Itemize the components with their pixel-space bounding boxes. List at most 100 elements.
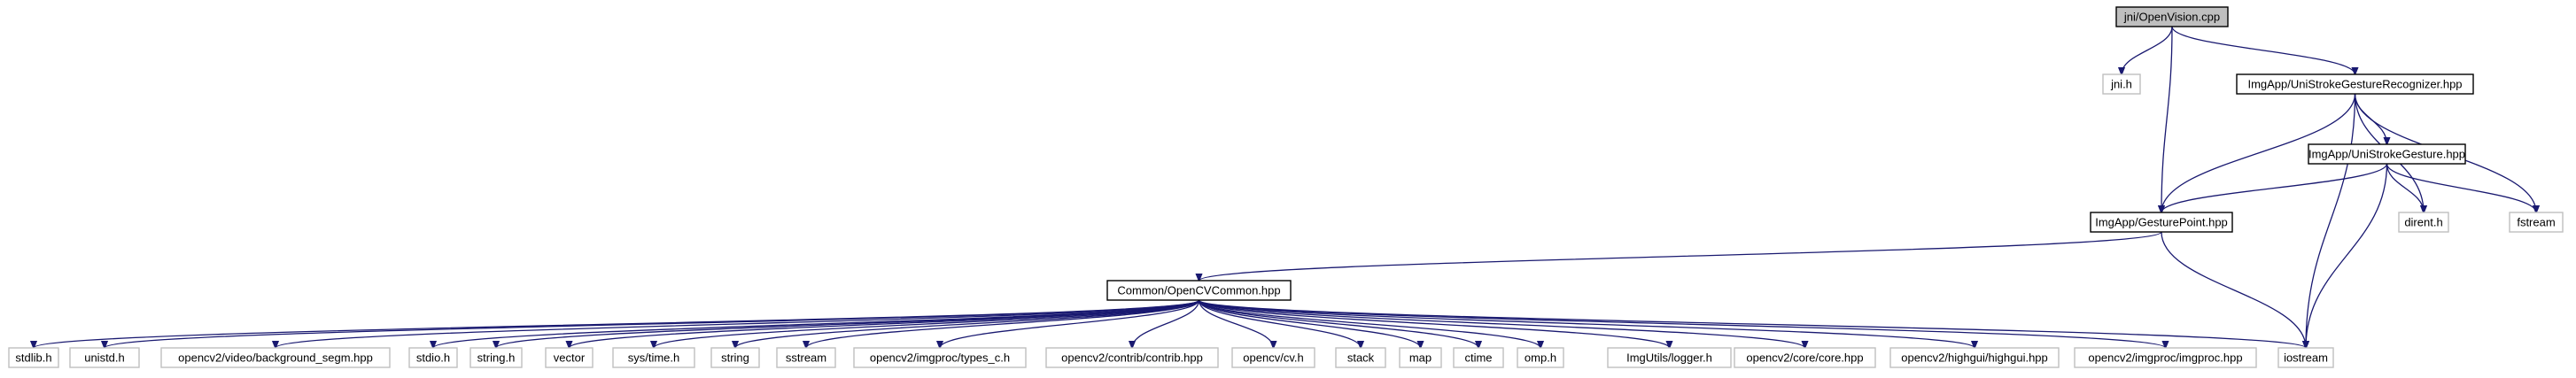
- node-box: [408, 347, 458, 368]
- node-box: [1889, 347, 2060, 368]
- node-label: opencv2/imgproc/types_c.h: [870, 351, 1010, 365]
- edge-opencvcommon-to-sstream: [806, 299, 1200, 348]
- edge-opencvcommon-to-contrib: [1132, 299, 1200, 348]
- node-box: [8, 347, 59, 368]
- node-string: string: [710, 347, 760, 368]
- node-label: sstream: [786, 351, 826, 365]
- node-ctime: ctime: [1453, 347, 1504, 368]
- edge-opencvcommon-to-logger: [1198, 299, 1670, 348]
- node-label: fstream: [2517, 216, 2555, 229]
- edge-opencvcommon-to-cvh: [1198, 299, 1274, 348]
- node-box: [2509, 212, 2564, 233]
- node-label: map: [1409, 351, 1432, 365]
- node-dirent: dirent.h: [2398, 212, 2449, 233]
- edge-opencvcommon-to-systime: [654, 299, 1200, 348]
- node-openvision[interactable]: jni/OpenVision.cpp: [2115, 6, 2229, 27]
- node-box: [160, 347, 391, 368]
- node-map: map: [1399, 347, 1442, 368]
- node-box: [1453, 347, 1504, 368]
- node-box: [1045, 347, 1219, 368]
- node-core: opencv2/core/core.hpp: [1734, 347, 1876, 368]
- edge-opencvcommon-to-typesc: [940, 299, 1200, 348]
- node-box: [853, 347, 1027, 368]
- node-label: omp.h: [1525, 351, 1556, 365]
- node-box: [545, 347, 594, 368]
- edge-opencvcommon-to-map: [1198, 299, 1421, 348]
- node-label: ImgApp/UniStrokeGestureRecognizer.hpp: [2247, 78, 2462, 91]
- node-omp: omp.h: [1517, 347, 1564, 368]
- edge-opencvcommon-to-imgproc: [1198, 299, 2166, 348]
- node-box: [1106, 280, 1292, 301]
- edge-opencvcommon-to-stdlib: [34, 299, 1200, 348]
- node-label: Common/OpenCVCommon.hpp: [1117, 284, 1280, 297]
- edge-unistroke-to-iostream: [2306, 163, 2388, 348]
- node-stringh: string.h: [469, 347, 523, 368]
- node-label: iostream: [2284, 351, 2328, 365]
- node-unistroke[interactable]: ImgApp/UniStrokeGesture.hpp: [2308, 143, 2466, 165]
- node-label: opencv/cv.h: [1243, 351, 1303, 365]
- edge-unistroke-to-gesturepoint: [2161, 163, 2388, 212]
- node-label: ImgApp/GesturePoint.hpp: [2095, 216, 2228, 229]
- edge-unistroke-to-fstream: [2386, 163, 2537, 212]
- node-label: jni/OpenVision.cpp: [2123, 11, 2220, 24]
- node-box: [2308, 143, 2466, 165]
- node-iostream: iostream: [2277, 347, 2334, 368]
- node-box: [2398, 212, 2449, 233]
- node-label: ctime: [1464, 351, 1492, 365]
- node-box: [612, 347, 695, 368]
- node-logger: ImgUtils/logger.h: [1607, 347, 1732, 368]
- node-box: [1517, 347, 1564, 368]
- node-box: [1231, 347, 1315, 368]
- node-label: stdio.h: [416, 351, 450, 365]
- node-cvh: opencv/cv.h: [1231, 347, 1315, 368]
- node-unistrokerec[interactable]: ImgApp/UniStrokeGestureRecognizer.hpp: [2236, 73, 2474, 95]
- node-label: vector: [554, 351, 586, 365]
- edge-opencvcommon-to-string: [735, 299, 1200, 348]
- node-box: [1607, 347, 1732, 368]
- node-box: [2074, 347, 2257, 368]
- edge-opencvcommon-to-bgsegm: [275, 299, 1200, 348]
- edge-opencvcommon-to-omp: [1198, 299, 1541, 348]
- node-label: unistd.h: [84, 351, 125, 365]
- edge-opencvcommon-to-vector: [570, 299, 1200, 348]
- node-box: [69, 347, 140, 368]
- edge-openvision-to-jni: [2122, 26, 2173, 74]
- node-sstream: sstream: [776, 347, 836, 368]
- node-stdio: stdio.h: [408, 347, 458, 368]
- node-label: stdlib.h: [15, 351, 51, 365]
- edge-opencvcommon-to-stack: [1198, 299, 1362, 348]
- node-box: [1399, 347, 1442, 368]
- node-label: ImgUtils/logger.h: [1626, 351, 1712, 365]
- node-label: opencv2/core/core.hpp: [1746, 351, 1863, 365]
- node-box: [469, 347, 523, 368]
- edge-opencvcommon-to-core: [1198, 299, 1805, 348]
- node-box: [710, 347, 760, 368]
- node-label: ImgApp/UniStrokeGesture.hpp: [2308, 148, 2465, 161]
- node-label: jni.h: [2110, 78, 2132, 91]
- node-label: opencv2/video/background_segm.hpp: [178, 351, 373, 365]
- node-box: [2277, 347, 2334, 368]
- node-gesturepoint[interactable]: ImgApp/GesturePoint.hpp: [2090, 212, 2233, 233]
- edge-unistroke-to-dirent: [2386, 163, 2425, 212]
- edge-opencvcommon-to-stdio: [433, 299, 1200, 348]
- node-label: string: [721, 351, 749, 365]
- node-label: opencv2/imgproc/imgproc.hpp: [2088, 351, 2242, 365]
- node-box: [2115, 6, 2229, 27]
- node-box: [2102, 73, 2141, 95]
- node-stdlib: stdlib.h: [8, 347, 59, 368]
- node-label: sys/time.h: [628, 351, 680, 365]
- edge-openvision-to-unistrokerec: [2171, 26, 2355, 74]
- node-box: [2236, 73, 2474, 95]
- edges-layer: [34, 26, 2537, 348]
- node-box: [776, 347, 836, 368]
- edge-gesturepoint-to-opencvcommon: [1199, 231, 2162, 281]
- node-unistd: unistd.h: [69, 347, 140, 368]
- node-opencvcommon[interactable]: Common/OpenCVCommon.hpp: [1106, 280, 1292, 301]
- node-label: dirent.h: [2404, 216, 2442, 229]
- node-label: string.h: [477, 351, 516, 365]
- node-vector: vector: [545, 347, 594, 368]
- node-box: [1734, 347, 1876, 368]
- node-stack: stack: [1335, 347, 1386, 368]
- edge-unistrokerec-to-gesturepoint: [2161, 93, 2356, 212]
